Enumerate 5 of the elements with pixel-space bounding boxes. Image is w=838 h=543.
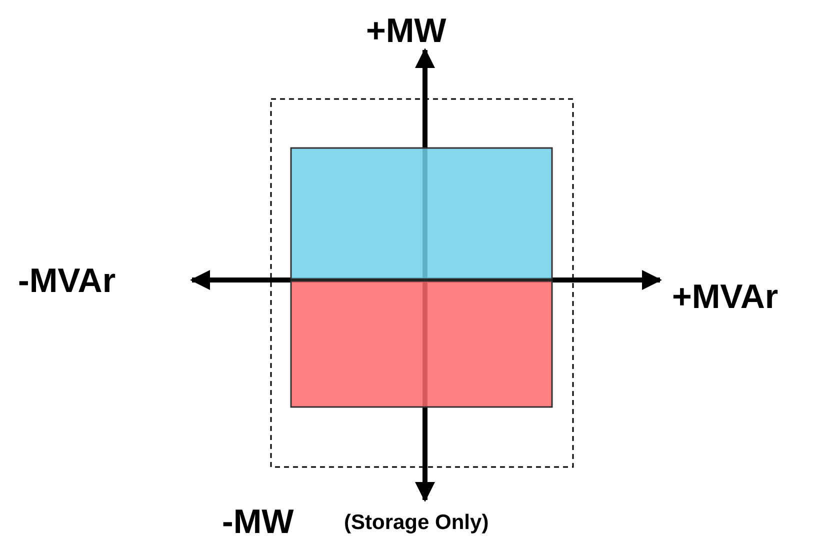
- axis-label: -MW: [222, 505, 294, 539]
- axis-label: +MW: [366, 14, 446, 48]
- axis-label: -MVAr: [18, 264, 116, 298]
- axis-label: +MVAr: [672, 280, 778, 314]
- note-text: (Storage Only): [344, 512, 489, 533]
